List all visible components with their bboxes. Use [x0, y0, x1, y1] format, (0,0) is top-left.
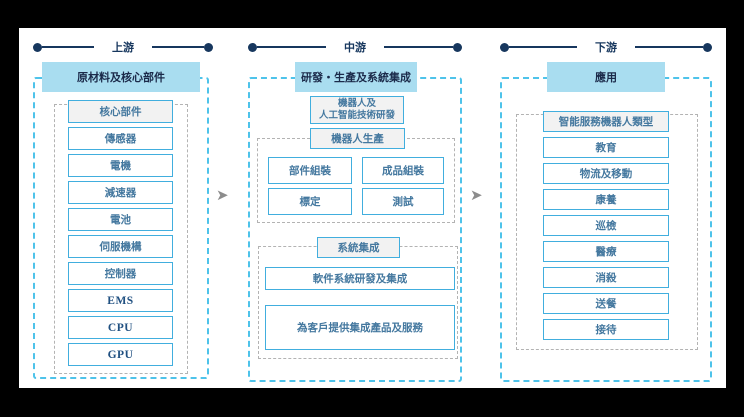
line-segment: [509, 46, 577, 48]
line-segment: [635, 46, 703, 48]
line-end-dot: [248, 42, 257, 52]
line-segment: [257, 46, 326, 48]
upstream-stage-line: 上游: [33, 42, 213, 54]
downstream-stage-line: 下游: [500, 42, 712, 54]
upstream-item: 核心部件: [68, 100, 173, 123]
upstream-header: 原材料及核心部件: [42, 62, 200, 92]
downstream-header: 應用: [547, 62, 665, 92]
line-segment: [42, 46, 94, 48]
line-end-dot: [703, 42, 712, 52]
downstream-item: 物流及移動: [543, 163, 669, 184]
integration-title: 系統集成: [317, 237, 400, 258]
downstream-column: 下游 應用 智能服務機器人類型 教育 物流及移動 康養 巡檢 醫療 消殺 送餐 …: [500, 28, 712, 388]
upstream-item: GPU: [68, 343, 173, 366]
downstream-stage-label: 下游: [595, 42, 617, 54]
line-segment: [152, 46, 204, 48]
midstream-header: 研發‧生產及系統集成: [295, 62, 417, 92]
downstream-item-list: 智能服務機器人類型 教育 物流及移動 康養 巡檢 醫療 消殺 送餐 接待: [543, 111, 669, 340]
production-cell: 測試: [362, 188, 444, 215]
downstream-item: 智能服務機器人類型: [543, 111, 669, 132]
line-end-dot: [33, 42, 42, 52]
upstream-item: CPU: [68, 316, 173, 339]
upstream-item: 電機: [68, 154, 173, 177]
production-title: 機器人生產: [310, 128, 405, 149]
upstream-item: 減速器: [68, 181, 173, 204]
downstream-item: 送餐: [543, 293, 669, 314]
production-cell: 標定: [268, 188, 352, 215]
upstream-item: 電池: [68, 208, 173, 231]
rd-box-line2: 人工智能技術研發: [318, 110, 395, 121]
midstream-stage-label: 中游: [344, 42, 366, 54]
line-end-dot: [204, 42, 213, 52]
upstream-column: 上游 原材料及核心部件 核心部件 傳感器 電機 減速器 電池 伺服機構 控制器 …: [33, 28, 213, 388]
downstream-item: 康養: [543, 189, 669, 210]
integration-row: 軟件系統研發及集成: [265, 267, 455, 290]
downstream-item: 教育: [543, 137, 669, 158]
upstream-item: 傳感器: [68, 127, 173, 150]
production-cell: 部件組裝: [268, 157, 352, 184]
upstream-item: EMS: [68, 289, 173, 312]
downstream-item: 消殺: [543, 267, 669, 288]
line-segment: [384, 46, 453, 48]
flow-arrow-icon: ➤: [470, 187, 483, 204]
line-end-dot: [453, 42, 462, 52]
downstream-item: 巡檢: [543, 215, 669, 236]
upstream-item-list: 核心部件 傳感器 電機 減速器 電池 伺服機構 控制器 EMS CPU GPU: [68, 100, 173, 366]
rd-box: 機器人及 人工智能技術研發: [310, 96, 404, 124]
integration-row: 為客戶提供集成產品及服務: [265, 305, 455, 350]
production-cell: 成品組裝: [362, 157, 444, 184]
midstream-stage-line: 中游: [248, 42, 462, 54]
line-end-dot: [500, 42, 509, 52]
flow-arrow-icon: ➤: [216, 187, 229, 204]
downstream-item: 接待: [543, 319, 669, 340]
midstream-column: 中游 研發‧生產及系統集成 機器人及 人工智能技術研發 機器人生產 部件組裝 成…: [248, 28, 462, 388]
downstream-item: 醫療: [543, 241, 669, 262]
upstream-item: 控制器: [68, 262, 173, 285]
upstream-item: 伺服機構: [68, 235, 173, 258]
upstream-stage-label: 上游: [112, 42, 134, 54]
rd-box-line1: 機器人及: [337, 98, 376, 110]
